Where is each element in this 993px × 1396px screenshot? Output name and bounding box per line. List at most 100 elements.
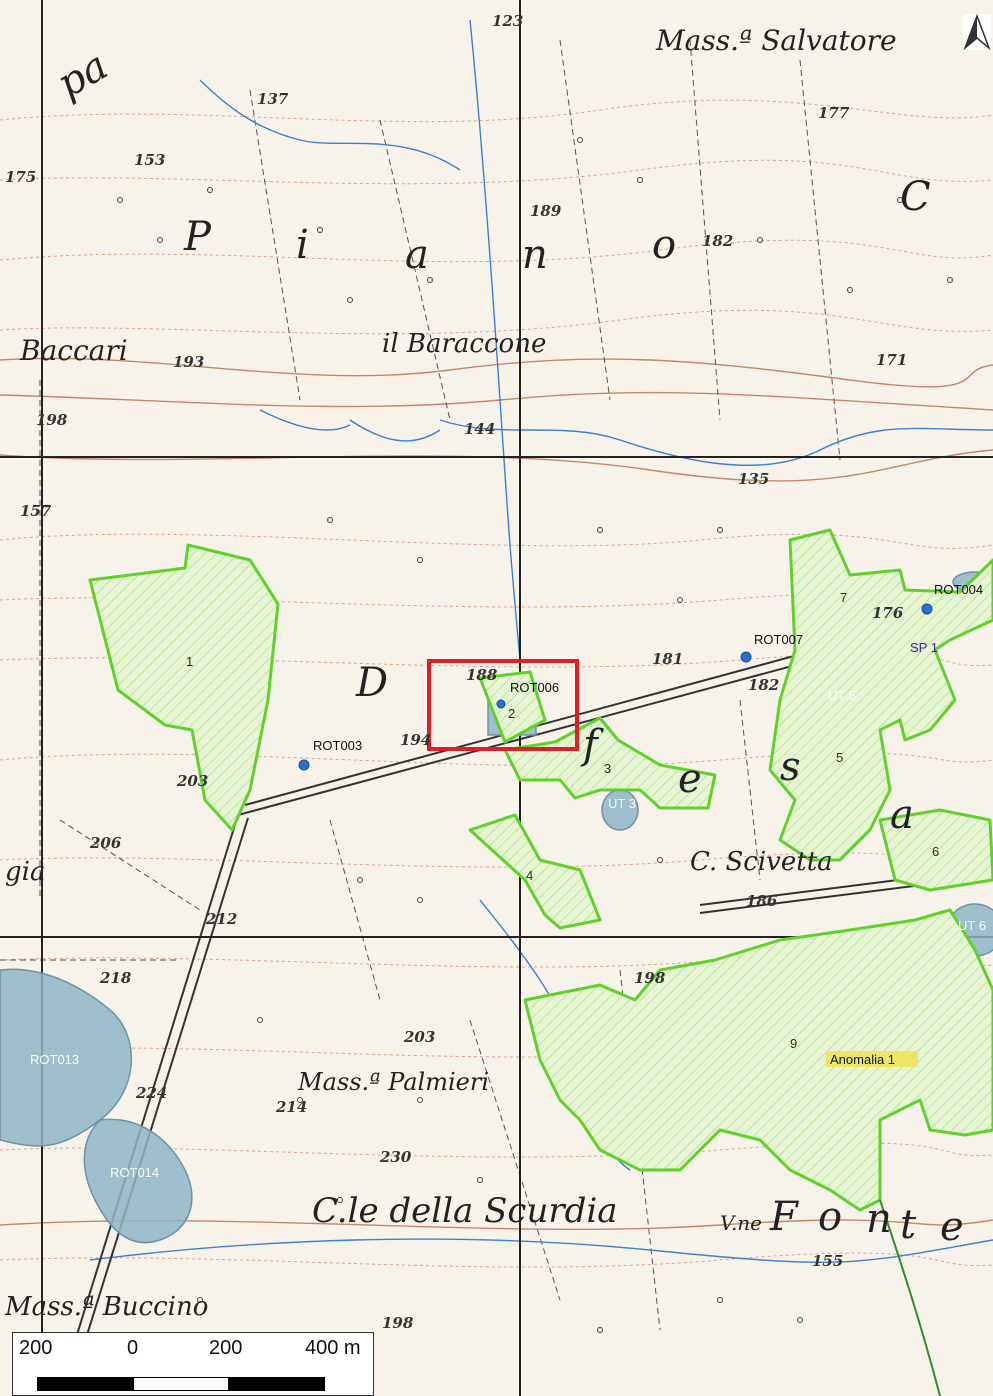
elev-194: 194 [400, 731, 431, 749]
big-letter-e: e [678, 756, 702, 802]
elev-153: 153 [134, 151, 165, 169]
scale-segment-3 [229, 1377, 325, 1391]
elevation-labels: 123 137 153 175 177 189 182 193 198 171 … [5, 12, 907, 1332]
elev-230: 230 [379, 1148, 412, 1166]
elev-181: 181 [652, 650, 683, 668]
elev-193: 193 [173, 353, 204, 371]
label-mass-salvatore: Mass.ª Salvatore [655, 24, 897, 57]
elev-206: 206 [89, 834, 122, 852]
vegetation-dots [117, 137, 953, 1363]
label-sp1: SP 1 [910, 640, 938, 655]
scale-bar: 200 0 200 400 m [12, 1332, 374, 1396]
label-mass-buccino: Mass.ª Buccino [4, 1292, 208, 1322]
elev-198c: 198 [382, 1314, 414, 1332]
green-boundary-line [879, 1199, 941, 1396]
parcels [88, 528, 993, 1212]
elev-182b: 182 [748, 676, 779, 694]
elev-123: 123 [492, 12, 523, 30]
elev-214: 214 [275, 1098, 307, 1116]
label-vne: V.ne [720, 1211, 762, 1235]
label-baccari: Baccari [19, 334, 128, 367]
label-rot007: ROT007 [754, 632, 803, 647]
label-c-della-scurdia: C.le della Scurdia [312, 1191, 618, 1231]
parcel-label-2: 2 [508, 706, 515, 721]
big-letter-t: t [900, 1202, 917, 1248]
scale-label-0: 0 [127, 1337, 139, 1359]
big-letter-s: s [780, 744, 801, 790]
elev-212: 212 [205, 910, 237, 928]
elev-188: 188 [466, 666, 498, 684]
area-rot013 [0, 968, 133, 1147]
scale-segment-2 [133, 1377, 229, 1391]
point-rot006 [496, 699, 506, 709]
parcel-label-3: 3 [604, 761, 611, 776]
elev-175: 175 [5, 168, 36, 186]
survey-points [298, 603, 933, 771]
point-rot003 [298, 759, 310, 771]
parcel-label-1: 1 [186, 654, 193, 669]
area-rot014 [83, 1118, 193, 1244]
elev-224: 224 [135, 1084, 167, 1102]
elev-203a: 203 [176, 772, 208, 790]
label-rot014: ROT014 [110, 1165, 159, 1180]
parcel-label-5: 5 [836, 750, 843, 765]
big-letter-i: i [296, 222, 309, 268]
label-rot003: ROT003 [313, 738, 362, 753]
parcel-label-9: 9 [790, 1036, 797, 1051]
elev-203b: 203 [403, 1028, 435, 1046]
elev-186: 186 [746, 892, 778, 910]
big-letter-n2: n [866, 1196, 892, 1242]
big-letter-p: P [183, 214, 212, 260]
label-gia: gia [5, 857, 45, 887]
area-labels: ROT013 ROT014 UT 3 UT 5 UT 6 SP 1 [30, 640, 986, 1180]
tracks [0, 39, 841, 1331]
label-ut5: UT 5 [828, 688, 856, 703]
label-c-scivetta: C. Scivetta [690, 847, 833, 877]
label-il-baraccone: il Baraccone [382, 329, 546, 359]
scale-label-400m: 400 m [305, 1337, 361, 1359]
big-letter-pa: pa [50, 43, 116, 108]
label-ut3: UT 3 [608, 796, 636, 811]
scale-label-200-right: 200 [209, 1337, 243, 1359]
elev-171: 171 [876, 351, 907, 369]
big-letter-a2: a [890, 792, 914, 838]
label-anomalia-1: Anomalia 1 [830, 1052, 895, 1067]
label-rot013: ROT013 [30, 1052, 79, 1067]
elev-182a: 182 [702, 232, 733, 250]
parcel-label-4: 4 [526, 868, 533, 883]
big-letter-o2: o [818, 1194, 842, 1240]
point-labels: ROT003 ROT004 ROT006 ROT007 [313, 582, 983, 753]
elev-144: 144 [464, 420, 495, 438]
big-letter-f2: F [769, 1194, 799, 1240]
highlight-box[interactable] [427, 659, 579, 751]
label-rot006: ROT006 [510, 680, 559, 695]
place-names: Mass.ª Salvatore Baccari il Baraccone C.… [4, 24, 897, 1322]
elev-177: 177 [818, 104, 850, 122]
scale-segment-1 [37, 1377, 133, 1391]
big-letter-n: n [522, 232, 548, 278]
elev-198a: 198 [36, 411, 68, 429]
parcel-numbers: 1 2 3 4 5 6 7 9 [186, 590, 939, 1051]
label-rot004: ROT004 [934, 582, 983, 597]
label-mass-palmieri: Mass.ª Palmieri [297, 1068, 489, 1096]
label-ut6: UT 6 [958, 918, 986, 933]
big-letter-e2: e [940, 1204, 964, 1250]
north-arrow [963, 13, 991, 51]
point-rot007 [740, 651, 752, 663]
elev-155: 155 [812, 1252, 843, 1270]
elev-189: 189 [530, 202, 562, 220]
elev-135: 135 [738, 470, 769, 488]
big-letter-o: o [652, 222, 676, 268]
scale-label-200-left: 200 [19, 1337, 53, 1359]
anomaly-highlight [826, 1051, 918, 1067]
big-letter-c: C [900, 174, 931, 220]
big-letter-d: D [355, 660, 388, 706]
parcel-label-7: 7 [840, 590, 847, 605]
point-rot004 [921, 603, 933, 615]
elev-218: 218 [99, 969, 132, 987]
elev-137: 137 [257, 90, 289, 108]
parcel-label-6: 6 [932, 844, 939, 859]
elev-157: 157 [20, 502, 52, 520]
